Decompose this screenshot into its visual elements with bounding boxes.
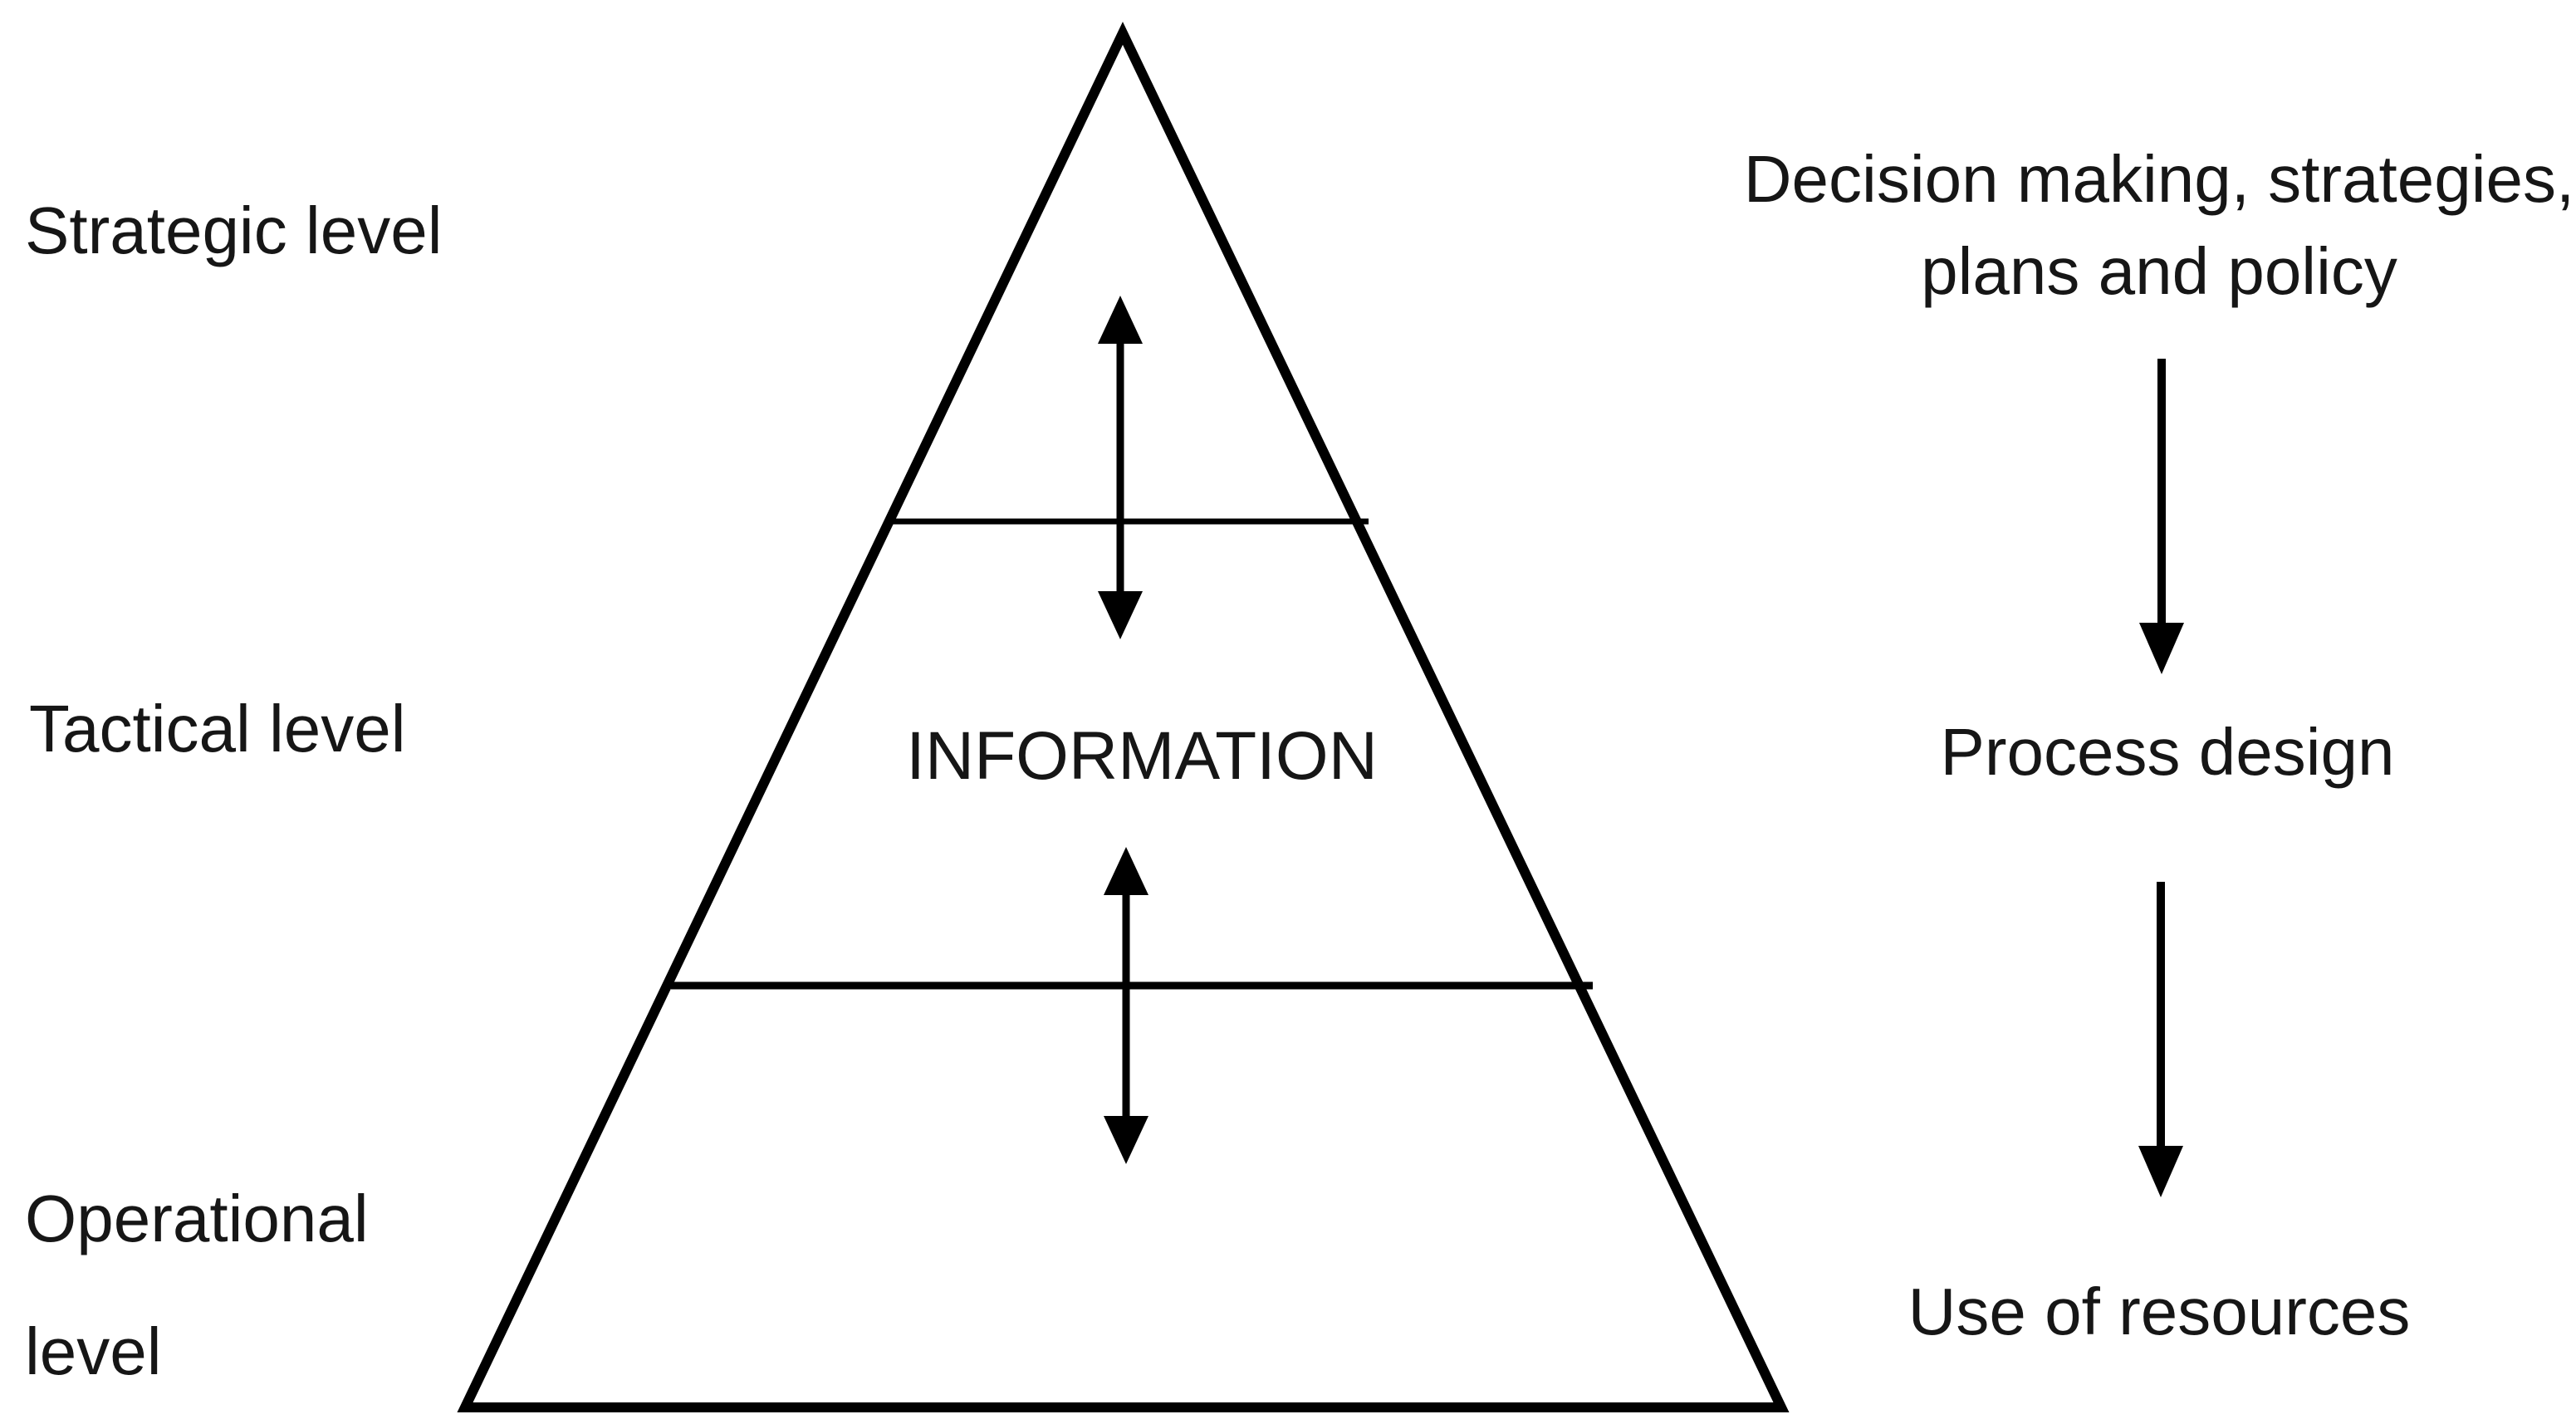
info-double-arrow-upper-icon bbox=[1098, 296, 1143, 639]
flow-step-use-of-resources: Use of resources bbox=[1908, 1275, 2411, 1348]
flow-arrow-1-icon bbox=[2139, 359, 2184, 674]
label-operational-level-line2: level bbox=[25, 1314, 162, 1388]
pyramid-outline bbox=[457, 22, 1790, 1412]
flow-step-decision-making-line2: plans and policy bbox=[1921, 234, 2397, 309]
flow-arrow-2-icon bbox=[2138, 882, 2183, 1197]
label-operational-level-line1: Operational bbox=[25, 1182, 369, 1255]
flow-step-process-design: Process design bbox=[1940, 715, 2395, 789]
label-strategic-level: Strategic level bbox=[25, 193, 443, 267]
flow-step-decision-making: Decision making, strategies, plans and p… bbox=[1740, 133, 2576, 317]
label-tactical-level: Tactical level bbox=[29, 692, 406, 766]
info-double-arrow-lower-icon bbox=[1104, 847, 1148, 1164]
flow-step-decision-making-line1: Decision making, strategies, bbox=[1743, 142, 2575, 216]
label-information: INFORMATION bbox=[906, 718, 1378, 794]
